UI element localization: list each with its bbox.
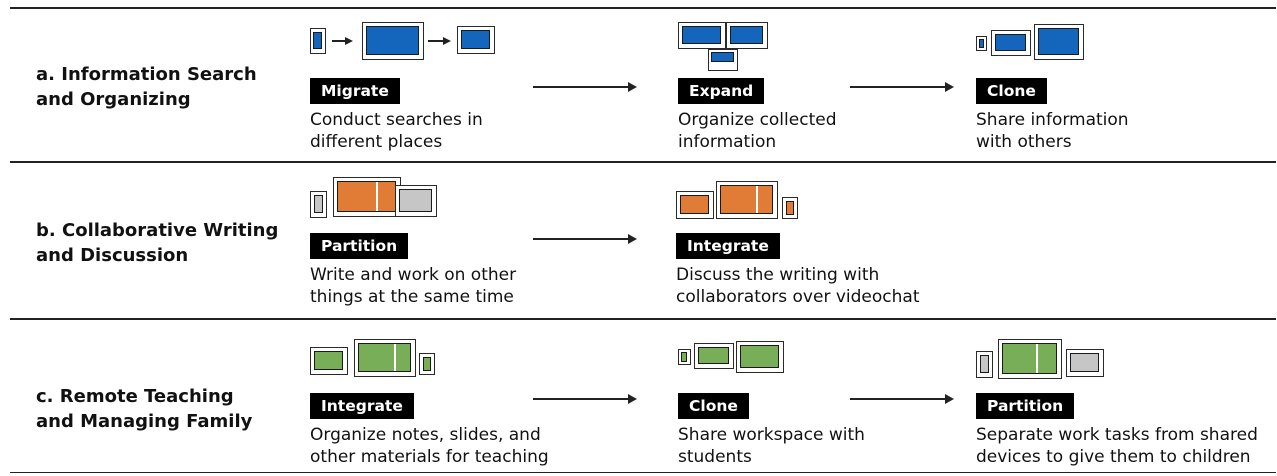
stage-description: Organize notes, slides, and other materi…	[310, 425, 549, 467]
expand-devices-icon	[678, 22, 978, 82]
action-badge-expand: Expand	[678, 78, 765, 104]
laptop-device-icon	[354, 339, 416, 377]
tablet-device-icon	[1066, 349, 1104, 377]
stage-description: Organize collected information	[678, 110, 837, 152]
laptop-device-icon	[736, 341, 784, 373]
tablet-device-icon	[991, 30, 1031, 56]
phone-device-icon	[310, 28, 326, 54]
phone-device-icon	[976, 36, 987, 51]
small-arrowhead-icon	[345, 37, 353, 45]
action-badge-migrate: Migrate	[310, 78, 400, 104]
flow-arrow-icon	[850, 393, 954, 404]
small-arrowhead-icon	[443, 37, 451, 45]
phone-device-icon	[678, 349, 691, 365]
laptop-device-icon	[333, 177, 401, 217]
small-arrow-icon	[428, 40, 444, 42]
left-screen-device-icon	[678, 22, 726, 49]
stage-description: Discuss the writing with collaborators o…	[676, 265, 920, 307]
scenario-label-b: b. Collaborative Writing and Discussion	[36, 220, 279, 266]
laptop-device-icon	[716, 181, 778, 219]
action-badge-integrate: Integrate	[310, 393, 414, 419]
small-arrow-icon	[332, 40, 346, 42]
laptop-device-icon	[998, 339, 1062, 379]
integrate-devices-icon	[676, 177, 976, 237]
phone-device-icon	[782, 197, 798, 219]
stage-b-partition: Partition Write and work on other things…	[310, 177, 610, 312]
flow-arrow-icon	[533, 393, 637, 404]
stage-description: Share workspace with students	[678, 425, 865, 467]
tablet-device-icon	[395, 185, 437, 217]
bottom-rule	[10, 472, 1276, 473]
tablet-device-icon	[676, 191, 714, 219]
action-badge-partition: Partition	[310, 233, 409, 259]
integrate-devices-icon	[310, 335, 610, 395]
phone-device-icon	[976, 351, 993, 378]
tablet-device-icon	[310, 347, 348, 375]
row-divider-1	[10, 161, 1276, 163]
stage-description: Separate work tasks from shared devices …	[976, 425, 1258, 467]
phone-device-icon	[419, 353, 435, 375]
stage-a-migrate: Migrate Conduct searches in different pl…	[310, 22, 610, 157]
bottom-screen-device-icon	[708, 49, 738, 71]
laptop-device-icon	[1034, 24, 1084, 60]
tablet-device-icon	[457, 26, 495, 54]
stage-c-integrate: Integrate Organize notes, slides, and ot…	[310, 335, 610, 470]
phone-device-icon	[310, 191, 327, 218]
action-badge-clone: Clone	[976, 78, 1047, 104]
clone-devices-icon	[976, 22, 1276, 82]
stage-a-expand: Expand Organize collected information	[678, 22, 978, 157]
action-badge-integrate: Integrate	[676, 233, 780, 259]
row-divider-2	[10, 318, 1276, 320]
action-badge-clone: Clone	[678, 393, 749, 419]
migrate-devices-icon	[310, 22, 610, 82]
flow-arrow-icon	[533, 81, 637, 92]
right-screen-device-icon	[726, 22, 768, 49]
tablet-device-icon	[694, 343, 734, 369]
stage-c-clone: Clone Share workspace with students	[678, 335, 978, 470]
clone-devices-icon	[678, 335, 978, 395]
partition-devices-icon	[976, 335, 1276, 395]
stage-description: Share information with others	[976, 110, 1129, 152]
scenario-label-a: a. Information Search and Organizing	[36, 64, 257, 110]
stage-description: Conduct searches in different places	[310, 110, 483, 152]
top-rule	[10, 7, 1276, 9]
flow-arrow-icon	[533, 233, 637, 244]
stage-b-integrate: Integrate Discuss the writing with colla…	[676, 177, 976, 312]
partition-devices-icon	[310, 177, 610, 237]
scenario-label-c: c. Remote Teaching and Managing Family	[36, 386, 253, 432]
flow-arrow-icon	[850, 81, 954, 92]
stage-a-clone: Clone Share information with others	[976, 22, 1276, 157]
laptop-device-icon	[362, 22, 424, 60]
action-badge-partition: Partition	[976, 393, 1075, 419]
stage-description: Write and work on other things at the sa…	[310, 265, 517, 307]
stage-c-partition: Partition Separate work tasks from share…	[976, 335, 1276, 470]
